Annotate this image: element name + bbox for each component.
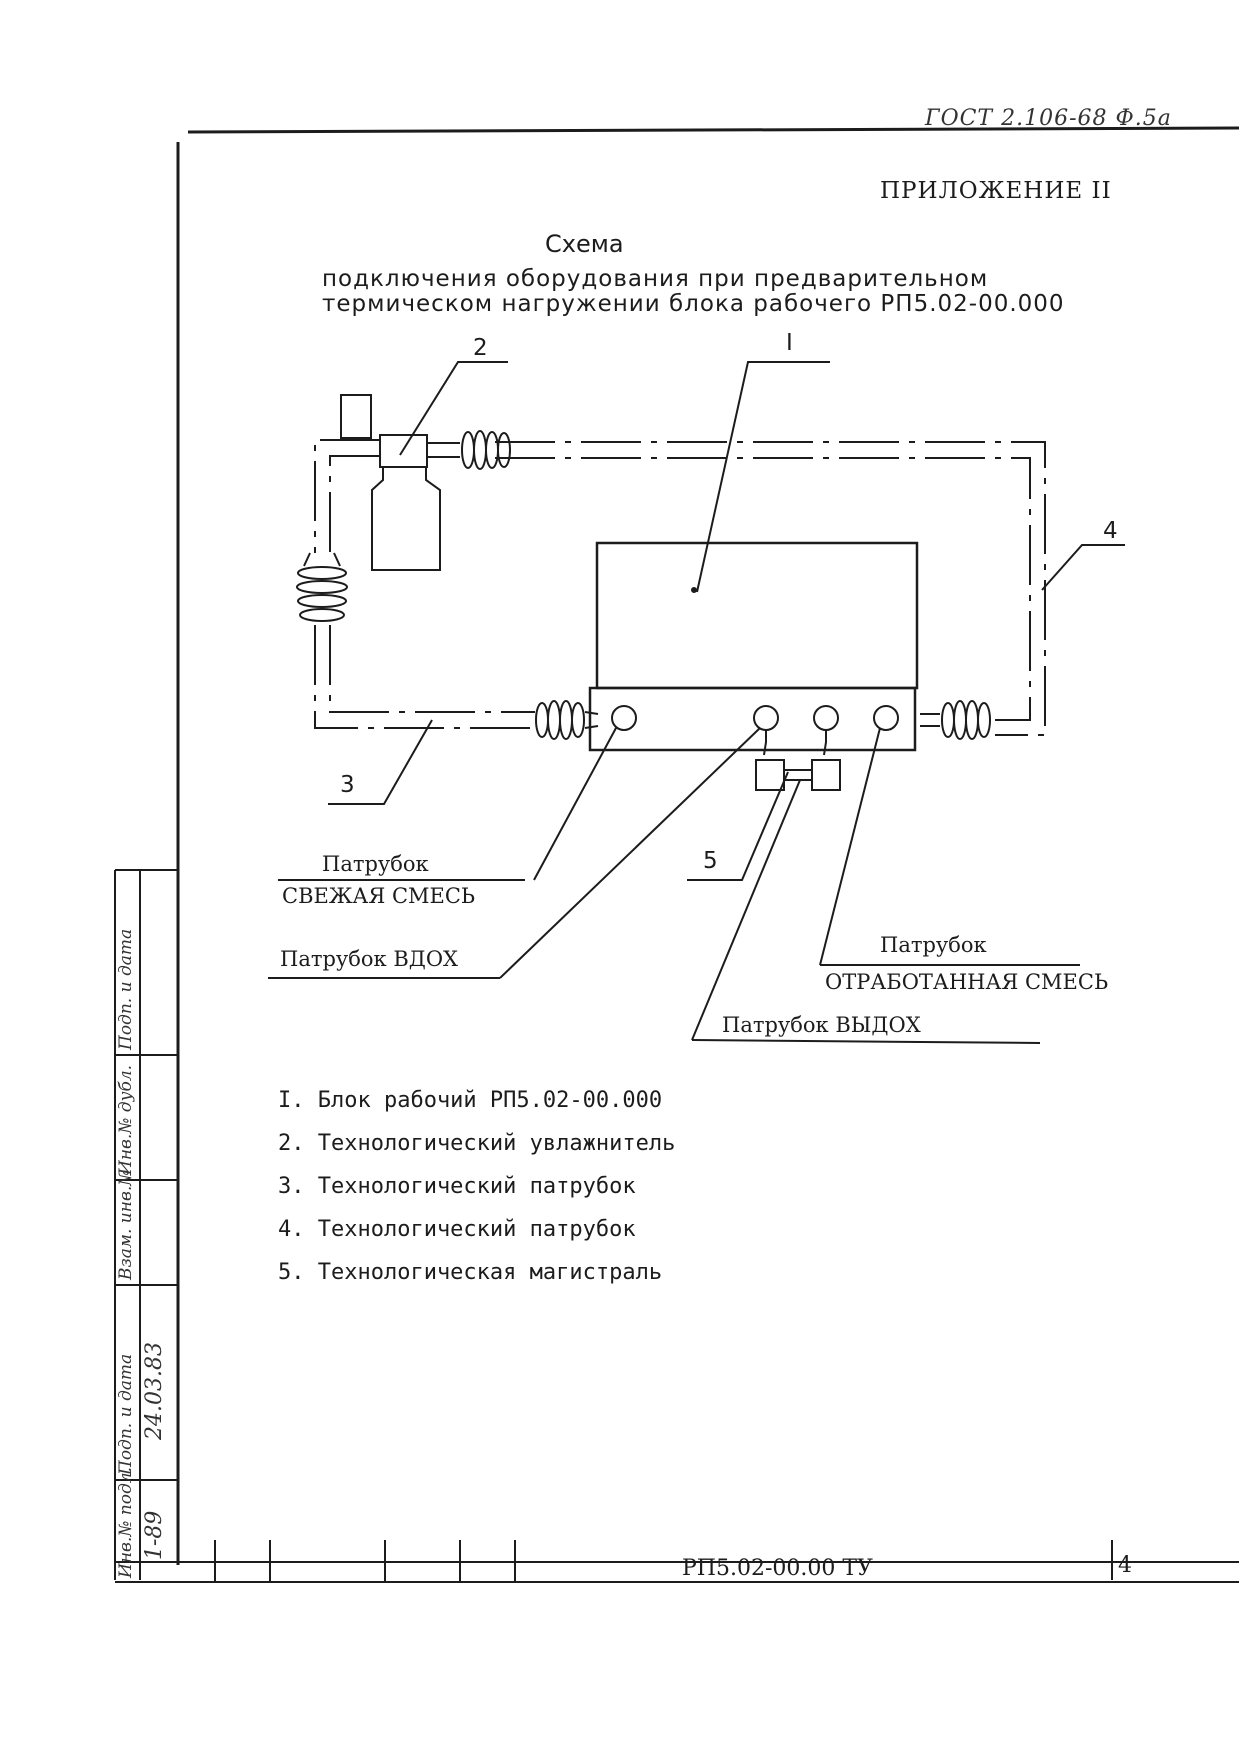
legend-item-2: 2. Технологический увлажнитель xyxy=(278,1131,676,1156)
label-inhale-port: Патрубок ВДОХ xyxy=(280,947,459,971)
standard-stamp: ГОСТ 2.106-68 Ф.5а xyxy=(925,106,1172,131)
callout-4: 4 xyxy=(1103,518,1118,544)
pipe-3 xyxy=(314,439,535,729)
side-stamp-signature-date-1: Подп. и дата xyxy=(116,1353,136,1475)
side-stamp-sheet-code: 1-89 xyxy=(142,1510,167,1560)
label-fresh-mix-bottom: СВЕЖАЯ СМЕСЬ xyxy=(282,884,476,908)
bellows-bottom-left xyxy=(535,700,599,740)
legend-item-1: I. Блок рабочий РП5.02-00.000 xyxy=(278,1088,663,1113)
diagram-subtitle-line1: подключения оборудования при предварител… xyxy=(322,266,989,292)
side-stamp-inv-duplicate: Инв.№ дубл. xyxy=(116,1064,136,1175)
label-spent-mix-bottom: ОТРАБОТАННАЯ СМЕСЬ xyxy=(825,970,1109,994)
humidifier-unit xyxy=(340,394,441,571)
bottom-stamp-grid xyxy=(214,1540,516,1582)
pipe-4 xyxy=(495,441,1046,736)
label-spent-mix-top: Патрубок xyxy=(880,933,987,957)
callout-5: 5 xyxy=(703,848,718,874)
side-stamp-inv-original: Инв.№ подл. xyxy=(116,1467,136,1578)
footer-page-number: 4 xyxy=(1118,1553,1132,1578)
label-exhale-port: Патрубок ВЫДОХ xyxy=(722,1013,921,1037)
diagram-subtitle-line2: термическом нагружении блока рабочего РП… xyxy=(322,291,1065,317)
appendix-label: ПРИЛОЖЕНИЕ II xyxy=(880,178,1112,204)
bellows-left xyxy=(296,552,348,622)
bellows-top xyxy=(427,430,511,470)
label-fresh-mix-top: Патрубок xyxy=(322,852,429,876)
label-leaders xyxy=(268,727,1080,1044)
side-stamp-signature-date-2: Подп. и дата xyxy=(116,928,136,1050)
legend-item-3: 3. Технологический патрубок xyxy=(278,1174,636,1199)
side-stamp-date: 24.03.83 xyxy=(142,1342,167,1440)
legend-item-5: 5. Технологическая магистраль xyxy=(278,1260,663,1285)
page-frame xyxy=(115,126,1239,1583)
callout-1: I xyxy=(786,330,793,356)
working-block xyxy=(588,541,919,752)
bellows-bottom-right xyxy=(920,700,991,740)
diagram-title: Схема xyxy=(545,230,624,258)
side-stamp-grid xyxy=(114,869,178,1580)
legend-item-4: 4. Технологический патрубок xyxy=(278,1217,636,1242)
callout-3: 3 xyxy=(340,772,355,798)
callout-leaders xyxy=(328,361,1125,881)
side-stamp-replace-inv: Взам. инв.№ xyxy=(116,1169,136,1280)
callout-2: 2 xyxy=(473,335,488,361)
footer-doc-code: РП5.02-00.00 ТУ xyxy=(682,1556,873,1581)
technological-line-5 xyxy=(755,730,841,791)
